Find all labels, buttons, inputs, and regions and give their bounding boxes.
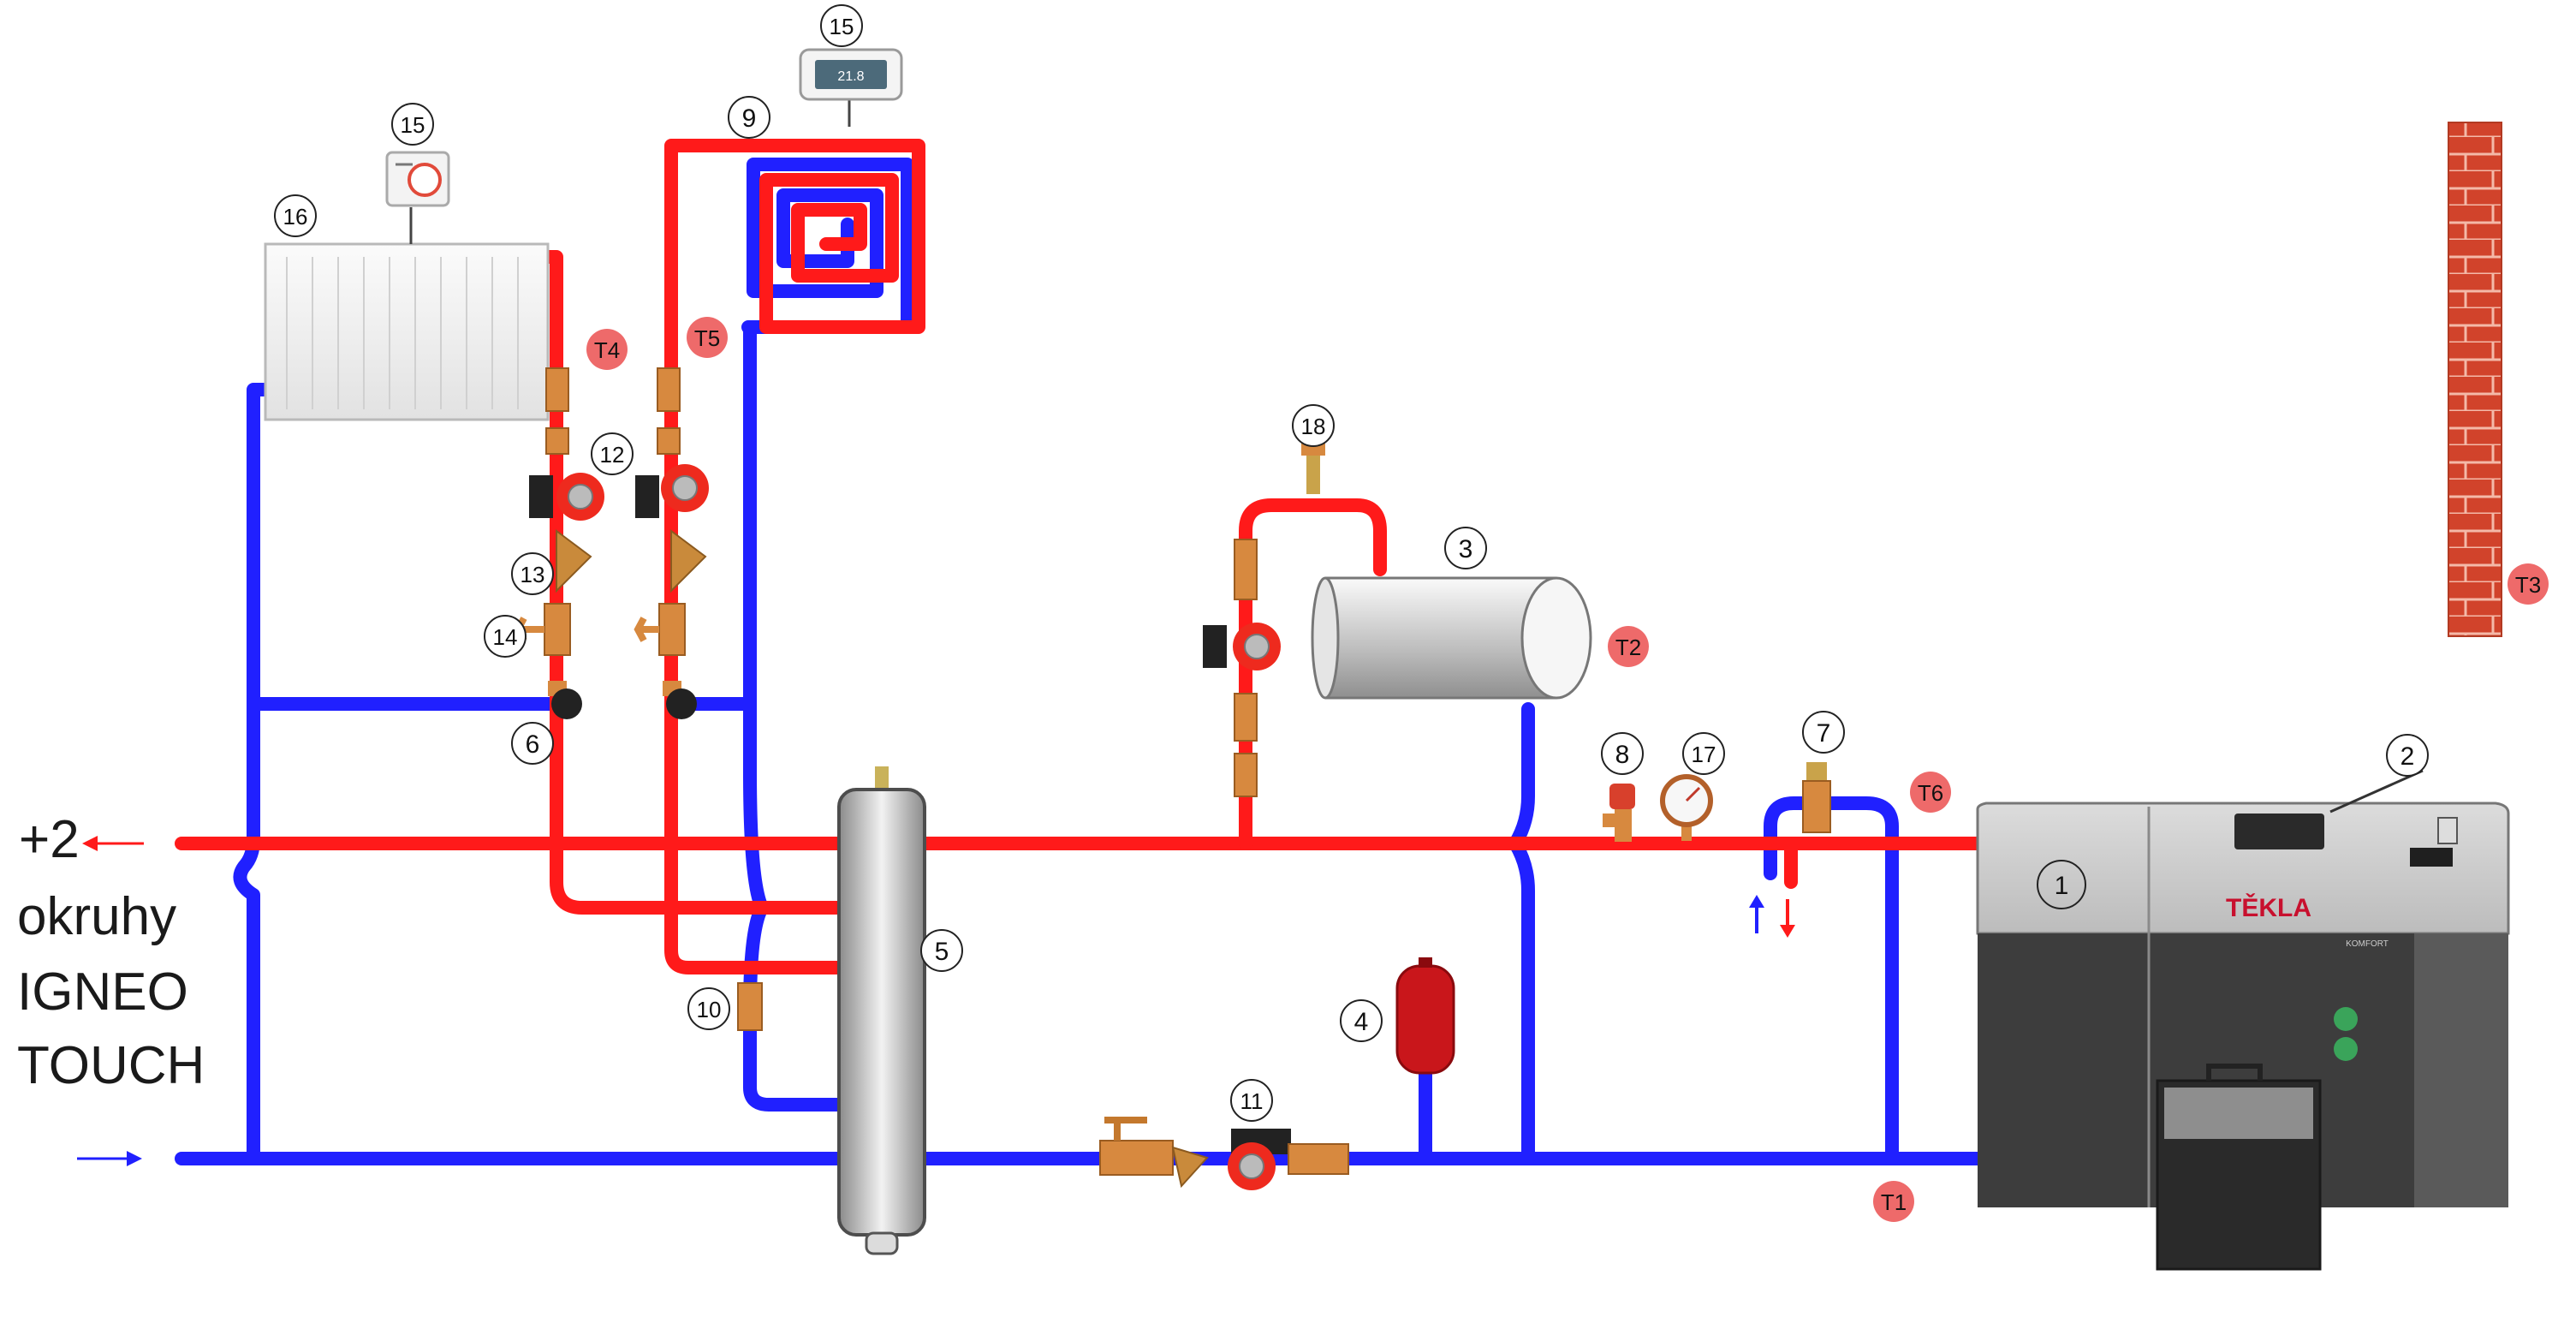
pipe-floor-loop-down bbox=[664, 314, 846, 974]
svg-text:T1: T1 bbox=[1881, 1189, 1907, 1215]
sensor-t2: T2 bbox=[1608, 626, 1649, 667]
svg-text:3: 3 bbox=[1459, 535, 1473, 563]
sensor-t3: T3 bbox=[2508, 563, 2549, 605]
badge-9: 9 bbox=[728, 96, 770, 139]
sensor-t5: T5 bbox=[687, 317, 728, 358]
badge-18: 18 bbox=[1292, 404, 1335, 447]
label-igneo: IGNEO bbox=[17, 963, 188, 1022]
svg-text:T4: T4 bbox=[594, 337, 620, 363]
badge-15-top: 15 bbox=[820, 4, 863, 47]
label-plus-two: +2 bbox=[19, 810, 80, 869]
sensor-t4: T4 bbox=[586, 329, 628, 370]
label-okruhy: okruhy bbox=[17, 887, 177, 946]
sensor-markers: T1 T2 T3 T4 T5 T6 bbox=[586, 317, 2549, 1222]
svg-text:17: 17 bbox=[1692, 742, 1716, 767]
svg-text:12: 12 bbox=[600, 442, 625, 468]
badge-16: 16 bbox=[274, 194, 317, 237]
valve-icon[interactable] bbox=[514, 603, 686, 656]
svg-text:16: 16 bbox=[283, 204, 308, 229]
number-badges: 1 2 3 4 5 6 7 8 9 10 11 12 13 14 15 15 1… bbox=[274, 4, 2429, 1122]
gauge-icon[interactable] bbox=[1660, 774, 1713, 841]
pipe-floor-supply bbox=[664, 139, 925, 334]
sensor-t1: T1 bbox=[1873, 1181, 1914, 1222]
svg-text:7: 7 bbox=[1817, 719, 1831, 748]
badge-5: 5 bbox=[920, 929, 963, 972]
svg-text:13: 13 bbox=[521, 562, 545, 587]
badge-17: 17 bbox=[1682, 732, 1725, 775]
svg-text:T2: T2 bbox=[1615, 635, 1641, 660]
pipe-tank-return bbox=[1508, 702, 1535, 1165]
check-valves[interactable] bbox=[548, 681, 697, 719]
tank[interactable] bbox=[1311, 576, 1592, 700]
svg-text:T5: T5 bbox=[694, 325, 720, 351]
air-vent-boiler[interactable] bbox=[1802, 762, 1831, 833]
arrow-down-icon bbox=[1780, 899, 1795, 938]
arrow-up-icon bbox=[1749, 895, 1764, 933]
arrow-left-icon bbox=[82, 836, 144, 851]
boiler-brand: TĚKLA bbox=[2226, 893, 2311, 922]
pipe-tank-supply bbox=[1239, 498, 1387, 850]
label-touch: TOUCH bbox=[17, 1036, 205, 1095]
svg-text:15: 15 bbox=[401, 112, 425, 138]
pipes-supply bbox=[175, 139, 1993, 974]
pump-icon[interactable] bbox=[635, 464, 709, 518]
room-unit-touch[interactable]: 21.8 bbox=[799, 48, 903, 127]
badge-6: 6 bbox=[511, 722, 554, 765]
boiler[interactable]: TĚKLA KOMFORT bbox=[1976, 769, 2510, 1271]
badge-2: 2 bbox=[2386, 734, 2429, 777]
svg-text:9: 9 bbox=[742, 104, 757, 133]
safety-valve[interactable] bbox=[1603, 784, 1635, 842]
svg-text:4: 4 bbox=[1354, 1008, 1369, 1036]
svg-text:11: 11 bbox=[1240, 1088, 1264, 1114]
badge-13: 13 bbox=[511, 552, 554, 595]
pump-icon[interactable] bbox=[1203, 623, 1281, 670]
svg-text:5: 5 bbox=[935, 938, 949, 966]
filter-valves[interactable] bbox=[556, 529, 707, 593]
room-thermostat[interactable] bbox=[385, 151, 450, 207]
svg-text:1: 1 bbox=[2055, 872, 2069, 900]
badge-12: 12 bbox=[591, 432, 634, 475]
radiator[interactable] bbox=[264, 207, 550, 421]
room-unit-display: 21.8 bbox=[837, 69, 864, 84]
boiler-pump-group[interactable] bbox=[1099, 1117, 1349, 1190]
svg-text:15: 15 bbox=[830, 14, 854, 39]
svg-text:18: 18 bbox=[1301, 414, 1326, 439]
badge-10: 10 bbox=[687, 987, 730, 1030]
badge-14: 14 bbox=[484, 615, 527, 658]
pipe-radiator-supply bbox=[550, 250, 846, 915]
expansion-vessel[interactable] bbox=[1395, 957, 1455, 1075]
hydraulic-separator[interactable] bbox=[837, 766, 926, 1255]
svg-text:14: 14 bbox=[493, 624, 518, 650]
pump-icon[interactable] bbox=[529, 473, 604, 521]
sensor-t6: T6 bbox=[1910, 772, 1951, 813]
svg-text:T6: T6 bbox=[1918, 780, 1943, 806]
boiler-model: KOMFORT bbox=[2346, 939, 2389, 949]
arrow-right-icon bbox=[77, 1151, 142, 1166]
pipe-radiator-return bbox=[233, 383, 272, 1165]
badge-15-left: 15 bbox=[391, 103, 434, 146]
svg-text:8: 8 bbox=[1615, 741, 1630, 769]
radiator-circuit-fittings bbox=[545, 367, 681, 455]
fitting-10 bbox=[737, 982, 763, 1031]
badge-1: 1 bbox=[2037, 860, 2086, 909]
tank-loop-fittings bbox=[1234, 539, 1258, 797]
svg-text:6: 6 bbox=[526, 730, 540, 759]
badge-11: 11 bbox=[1230, 1079, 1273, 1122]
svg-text:T3: T3 bbox=[2515, 572, 2541, 598]
badge-4: 4 bbox=[1340, 999, 1383, 1042]
pipe-floor-return bbox=[743, 320, 846, 1112]
brick-wall bbox=[2448, 122, 2502, 637]
badge-8: 8 bbox=[1601, 732, 1644, 775]
svg-text:2: 2 bbox=[2400, 742, 2415, 771]
badge-3: 3 bbox=[1444, 527, 1487, 569]
svg-text:10: 10 bbox=[697, 997, 722, 1022]
badge-7: 7 bbox=[1802, 711, 1845, 754]
